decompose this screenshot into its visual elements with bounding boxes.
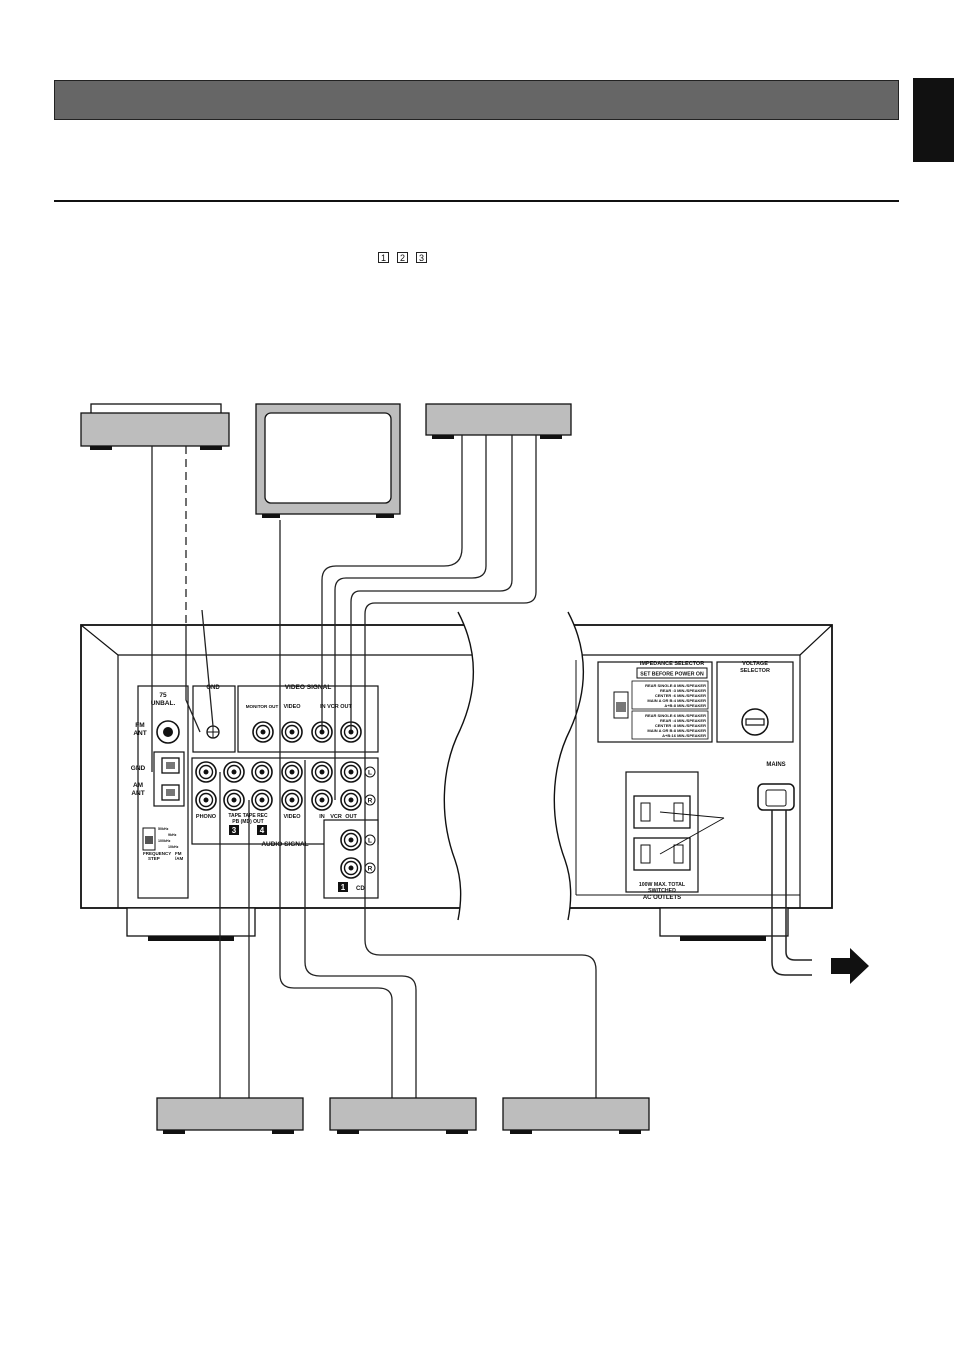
video-source-device [329,1097,477,1134]
impedance-line: CENTER :6 MIN./SPEAKER [655,693,706,698]
ac-outlet-lower [633,837,691,871]
language-tab [913,78,954,162]
tape-pb-number: 3 [232,826,237,835]
audio-signal-label: AUDIO SIGNAL [261,841,308,848]
impedance-selector-label: IMPEDANCE SELECTOR [640,661,704,667]
cd-left-label: L [368,838,372,845]
vcr-device [425,403,572,439]
impedance-line: REAR :3 MIN./SPEAKER [660,688,706,693]
set-before-power-on-label: SET BEFORE POWER ON [640,672,704,678]
cd-right-jack [340,857,362,879]
vcr-label: VCR [330,814,342,820]
ac-outlets-label: AC OUTLETS [643,895,681,901]
phono-label: PHONO [196,814,217,820]
ac-outlets-block [625,771,699,893]
cd-left-jack [340,829,362,851]
monitor-out-label: MONITOR OUT [246,704,279,709]
am-ant-label-2: ANT [131,790,144,797]
impedance-line: MAIN A OR B:4 MIN./SPEAKER [647,698,706,703]
turntable-device [80,403,230,450]
video-signal-label: VIDEO SIGNAL [285,684,332,691]
ac-outlet-note-2: SWITCHED [648,888,676,894]
gnd-terminal-label: GND [206,685,220,691]
video-in-jack [281,721,303,743]
fm-unbal-label: UNBAL. [151,700,176,707]
in-vcr-out-label: IN VCR OUT [320,704,352,710]
selector-label: SELECTOR [740,668,770,674]
freq-option-label: 9kHz [168,833,177,837]
vcr-out-label: OUT [345,814,357,820]
vcr-in-label: IN [319,814,325,820]
tape-deck-device [156,1097,304,1134]
voltage-selector-dial-icon [741,708,769,736]
section-rule [54,200,899,202]
left-channel-label: L [368,770,372,777]
step-references: 1 2 3 [378,252,427,263]
impedance-line: REAR SINGLE:8 MIN./SPEAKER [645,683,706,688]
receiver-rear-panel [80,611,833,941]
mains-label: MAINS [766,762,785,768]
impedance-line: CENTER :8 MIN./SPEAKER [655,723,706,728]
tape-label: TAPE TAPE REC [228,813,268,819]
cd-right-label: R [368,866,373,873]
gnd-left-label: GND [131,765,146,772]
section-header-bar [54,80,899,120]
impedance-line: A+B:16 MIN./SPEAKER [662,733,706,738]
frequency-step-label: FREQUENCY [143,851,171,856]
tape-label-2: PB (MD) OUT [232,819,263,825]
frequency-step-label-2: STEP [148,856,160,861]
freq-am-label: /AM [175,856,184,861]
ac-outlet-upper [633,795,691,829]
tape-rec-number: 4 [260,826,265,835]
impedance-line: MAIN A OR B:8 MIN./SPEAKER [647,728,706,733]
am-ant-label: AM [133,782,143,789]
freq-fm-label: FM [175,851,182,856]
step-ref-2: 2 [397,252,408,263]
cd-player-device [502,1097,650,1134]
tv-monitor-device [255,403,401,518]
monitor-out-jack [252,721,274,743]
freq-option-label: 100kHz [158,839,171,843]
antenna-terminals: 75 UNBAL. [137,685,189,899]
video-top-label: VIDEO [283,704,301,710]
right-channel-label: R [368,798,373,805]
cables [151,435,812,1098]
step-ref-3: 3 [416,252,427,263]
ac-outlet-note: 100W MAX. TOTAL [639,882,686,888]
cd-label: CD [356,886,365,892]
voltage-label: VOLTAGE [742,661,768,667]
video-audio-label: VIDEO [283,814,301,820]
freq-option-label: 10kHz [168,845,179,849]
video-signal-block [237,685,379,753]
fm-impedance-label: 75 [159,692,167,699]
freq-option-label: 50kHz [158,827,169,831]
step-ref-1: 1 [378,252,389,263]
fm-ant-label: FM [135,722,144,729]
impedance-line: REAR :4 MIN./SPEAKER [660,718,706,723]
arrow-right-icon [831,948,869,984]
impedance-line: A+B:8 MIN./SPEAKER [664,703,706,708]
fm-ant-label-2: ANT [133,730,146,737]
cd-number: 1 [341,883,346,892]
impedance-line: REAR SINGLE:6 MIN./SPEAKER [645,713,706,718]
gnd-terminal [192,685,236,753]
